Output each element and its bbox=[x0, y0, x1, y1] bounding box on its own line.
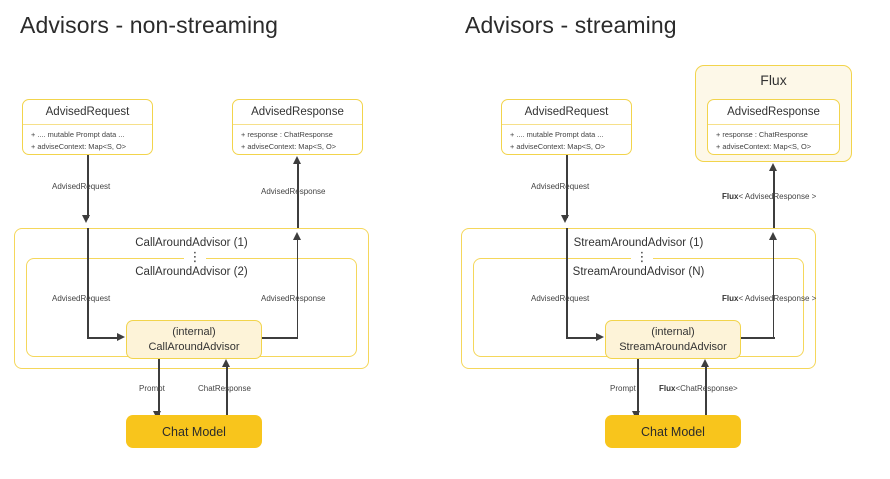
panel-non-streaming: Advisors - non-streaming AdvisedRequest … bbox=[14, 12, 369, 448]
arrowhead-down-icon bbox=[561, 215, 570, 223]
internal-advisor-box-right: (internal) StreamAroundAdvisor bbox=[605, 320, 741, 359]
edge-label-request-in-right: AdvisedRequest bbox=[531, 182, 590, 191]
attr-row: + .... mutable Prompt data ... bbox=[31, 130, 125, 140]
advisor-inner-label-left: CallAroundAdvisor (2) bbox=[135, 266, 248, 278]
attr-row: + response : ChatResponse bbox=[241, 130, 333, 140]
connector-inner-response-v-left bbox=[296, 238, 299, 338]
attr-row: + adviseContext: Map<S, O> bbox=[510, 141, 606, 151]
attr-row: + adviseContext: Map<S, O> bbox=[241, 141, 337, 151]
arrowhead-up-icon bbox=[292, 232, 301, 240]
connector-inner-request-h-left bbox=[87, 337, 120, 339]
attr-row: + response : ChatResponse bbox=[716, 130, 808, 140]
connector-response-out-left bbox=[297, 162, 299, 228]
advisor-outer-label-right: StreamAroundAdvisor (1) bbox=[573, 237, 704, 249]
chat-model-label-left: Chat Model bbox=[162, 424, 226, 439]
advisor-inner-label-right: StreamAroundAdvisor (N) bbox=[572, 266, 705, 278]
advised-response-attrs-left: + response : ChatResponse + adviseContex… bbox=[233, 125, 362, 154]
edge-label-inner-request-right: AdvisedRequest bbox=[531, 294, 590, 303]
advised-response-box-left: AdvisedResponse + response : ChatRespons… bbox=[232, 99, 363, 155]
advised-response-box-right: AdvisedResponse + response : ChatRespons… bbox=[707, 99, 840, 155]
arrowhead-up-icon bbox=[701, 359, 710, 367]
connector-prompt-right bbox=[637, 359, 639, 418]
arrowhead-right-icon bbox=[596, 333, 604, 341]
edge-label-prompt-left: Prompt bbox=[139, 384, 165, 393]
arrowhead-up-icon bbox=[768, 232, 777, 240]
connector-chat-response-right bbox=[705, 365, 707, 418]
page-title-non-streaming: Advisors - non-streaming bbox=[20, 12, 279, 38]
internal-advisor-line2-left: CallAroundAdvisor bbox=[148, 340, 240, 353]
edge-label-chat-response-right: Flux<ChatResponse> bbox=[659, 385, 738, 393]
advisor-outer-container-left bbox=[14, 228, 369, 369]
connector-prompt-left bbox=[158, 359, 160, 418]
advised-request-title-left: AdvisedRequest bbox=[23, 100, 152, 126]
advised-request-title-right: AdvisedRequest bbox=[502, 100, 631, 126]
edge-label-response-out-bold-right: Flux bbox=[722, 192, 739, 201]
attr-row: + adviseContext: Map<S, O> bbox=[31, 141, 127, 151]
attr-row: + .... mutable Prompt data ... bbox=[510, 130, 604, 140]
edge-label-inner-response-rest-right: < AdvisedResponse > bbox=[738, 294, 817, 303]
edge-label-chat-response-rest-right: <ChatResponse> bbox=[675, 384, 738, 393]
advisor-ellipsis-right: ⋮ bbox=[631, 250, 653, 263]
connector-inner-request-v-left bbox=[87, 228, 89, 338]
page-title-streaming: Advisors - streaming bbox=[465, 12, 677, 38]
connector-inner-request-v-right bbox=[566, 228, 568, 338]
advised-request-box-right: AdvisedRequest + .... mutable Prompt dat… bbox=[501, 99, 632, 155]
advisor-outer-label-left: CallAroundAdvisor (1) bbox=[135, 237, 248, 249]
edge-label-response-out-left: AdvisedResponse bbox=[261, 187, 326, 196]
advised-response-title-left: AdvisedResponse bbox=[233, 100, 362, 126]
flux-label-right: Flux bbox=[760, 72, 787, 88]
edge-label-inner-response-right: Flux< AdvisedResponse > bbox=[722, 295, 816, 303]
chat-model-box-left: Chat Model bbox=[126, 415, 262, 448]
internal-advisor-box-left: (internal) CallAroundAdvisor bbox=[126, 320, 262, 359]
connector-request-in-left bbox=[87, 155, 89, 218]
connector-inner-response-h-left bbox=[262, 337, 298, 339]
edge-label-chat-response-left: ChatResponse bbox=[198, 384, 251, 393]
edge-label-chat-response-bold-right: Flux bbox=[659, 384, 676, 393]
advised-response-title-right: AdvisedResponse bbox=[708, 100, 839, 126]
arrowhead-up-icon bbox=[769, 163, 778, 171]
advised-request-box-left: AdvisedRequest + .... mutable Prompt dat… bbox=[22, 99, 153, 155]
edge-label-prompt-right: Prompt bbox=[610, 384, 636, 393]
arrowhead-down-icon bbox=[82, 215, 91, 223]
connector-chat-response-left bbox=[226, 365, 228, 418]
edge-label-inner-request-left: AdvisedRequest bbox=[52, 294, 111, 303]
edge-label-response-out-rest-right: < AdvisedResponse > bbox=[738, 192, 817, 201]
advised-request-attrs-right: + .... mutable Prompt data ... + adviseC… bbox=[502, 125, 631, 154]
advised-response-attrs-right: + response : ChatResponse + adviseContex… bbox=[708, 125, 839, 154]
arrowhead-right-icon bbox=[117, 333, 125, 341]
internal-advisor-line1-left: (internal) bbox=[172, 325, 216, 338]
edge-label-response-out-right: Flux< AdvisedResponse > bbox=[722, 193, 816, 201]
chat-model-label-right: Chat Model bbox=[641, 424, 705, 439]
arrowhead-up-icon bbox=[293, 156, 302, 164]
connector-response-out-right bbox=[773, 169, 775, 228]
internal-advisor-line1-right: (internal) bbox=[651, 325, 695, 338]
advised-request-attrs-left: + .... mutable Prompt data ... + adviseC… bbox=[23, 125, 152, 154]
edge-label-inner-response-left: AdvisedResponse bbox=[261, 294, 326, 303]
panel-streaming: Advisors - streaming AdvisedRequest + ..… bbox=[445, 0, 890, 479]
arrowhead-up-icon bbox=[222, 359, 231, 367]
connector-inner-response-v-right bbox=[772, 238, 775, 338]
connector-inner-response-h-right bbox=[741, 337, 775, 339]
attr-row: + adviseContext: Map<S, O> bbox=[716, 141, 812, 151]
chat-model-box-right: Chat Model bbox=[605, 415, 741, 448]
advisor-ellipsis-left: ⋮ bbox=[184, 250, 206, 263]
connector-request-in-right bbox=[566, 155, 568, 218]
edge-label-inner-response-bold-right: Flux bbox=[722, 294, 739, 303]
edge-label-request-in-left: AdvisedRequest bbox=[52, 182, 111, 191]
connector-inner-request-h-right bbox=[566, 337, 599, 339]
internal-advisor-line2-right: StreamAroundAdvisor bbox=[619, 340, 727, 353]
